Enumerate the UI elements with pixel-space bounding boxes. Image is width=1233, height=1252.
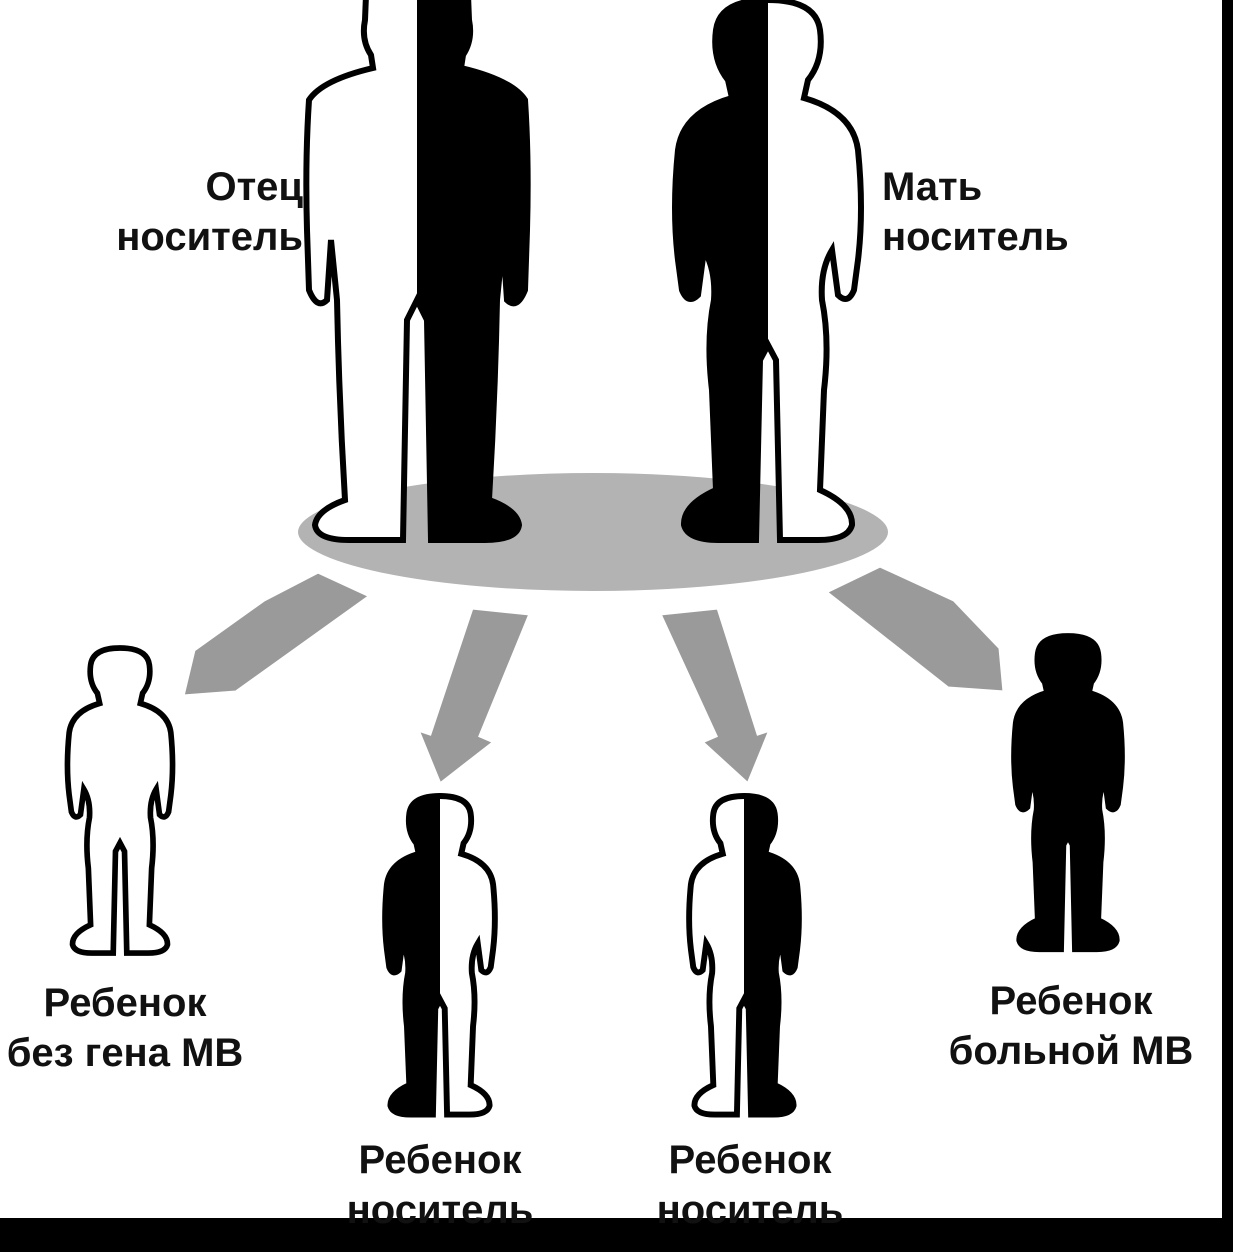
- frame-bottom: [0, 1218, 1233, 1252]
- child-affected-label-line2: больной МВ: [948, 1029, 1194, 1073]
- child-carrier-2-label-line2: носитель: [656, 1188, 844, 1232]
- child-healthy-label-line1: Ребенок: [43, 981, 207, 1025]
- frame-right: [1222, 0, 1233, 1252]
- mother-label-line1: Мать: [882, 165, 983, 209]
- mother-label-line2: носитель: [882, 215, 1069, 259]
- arrow-to-child-carrier-1: [415, 606, 533, 787]
- father-label-line2: носитель: [116, 215, 303, 259]
- child-carrier-2-label-line1: Ребенок: [668, 1138, 832, 1182]
- child-healthy-label: Ребенок без гена МВ: [0, 978, 260, 1078]
- child-carrier-2-label: Ребенок носитель: [630, 1135, 870, 1235]
- father-label: Отец носитель: [116, 162, 303, 262]
- child-healthy-label-line2: без гена МВ: [6, 1031, 244, 1075]
- arrow-to-child-healthy: [181, 570, 373, 698]
- father-label-line1: Отец: [205, 165, 303, 209]
- arrow-to-child-affected: [823, 564, 1006, 694]
- arrow-to-child-carrier-2: [657, 606, 773, 787]
- diagram-background: [0, 0, 1222, 1218]
- child-carrier-1-label: Ребенок носитель: [320, 1135, 560, 1235]
- child-carrier-1-label-line2: носитель: [346, 1188, 534, 1232]
- mother-label: Мать носитель: [882, 162, 1069, 262]
- inheritance-arrows: [181, 564, 1006, 787]
- child-affected-label-line1: Ребенок: [989, 979, 1153, 1023]
- child-carrier-1-label-line1: Ребенок: [358, 1138, 522, 1182]
- child-affected-label: Ребенок больной МВ: [926, 976, 1216, 1076]
